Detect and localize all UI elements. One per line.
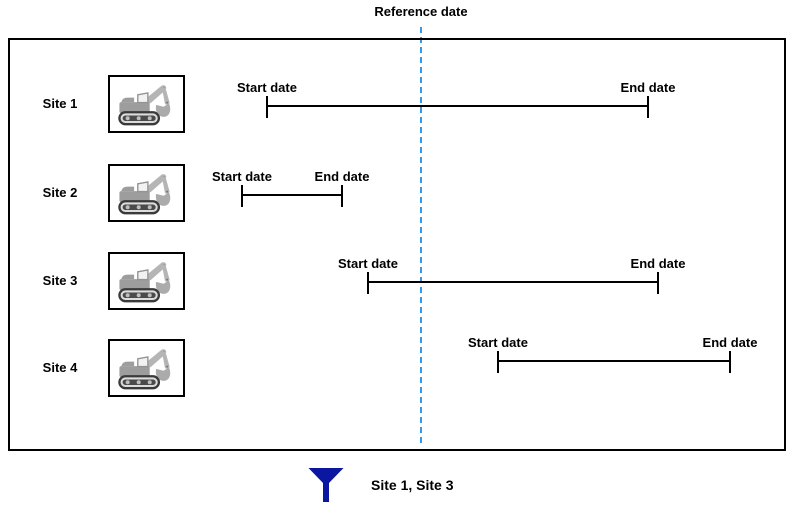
- filter-footer: Site 1, Site 3: [308, 468, 453, 502]
- excavator-icon: [118, 349, 171, 390]
- site-label: Site 1: [42, 96, 78, 111]
- timeline-bar: [498, 360, 730, 362]
- site-label: Site 2: [42, 185, 78, 200]
- start-date-label: Start date: [237, 80, 297, 95]
- site-label: Site 3: [42, 273, 78, 288]
- timeline-start-tick: [497, 351, 499, 373]
- equipment-icon-box: [108, 339, 185, 397]
- equipment-icon-box: [108, 75, 185, 133]
- timeline-end-tick: [729, 351, 731, 373]
- equipment-icon-box: [108, 252, 185, 310]
- excavator-icon: [118, 85, 171, 126]
- site-label: Site 4: [42, 360, 78, 375]
- start-date-label: Start date: [338, 256, 398, 271]
- end-date-label: End date: [702, 335, 758, 350]
- reference-date-label: Reference date: [374, 4, 468, 19]
- equipment-icon-box: [108, 164, 185, 222]
- start-date-label: Start date: [212, 169, 272, 184]
- reference-date-line: [420, 27, 422, 443]
- timeline-start-tick: [266, 96, 268, 118]
- filter-label: Site 1, Site 3: [371, 477, 454, 493]
- timeline-end-tick: [341, 185, 343, 207]
- excavator-icon: [118, 262, 171, 303]
- end-date-label: End date: [620, 80, 676, 95]
- end-date-label: End date: [314, 169, 370, 184]
- timeline-bar: [267, 105, 648, 107]
- start-date-label: Start date: [468, 335, 528, 350]
- funnel-icon: [308, 468, 344, 502]
- timeline-end-tick: [647, 96, 649, 118]
- diagram-frame: [8, 38, 786, 451]
- timeline-bar: [368, 281, 658, 283]
- end-date-label: End date: [630, 256, 686, 271]
- timeline-start-tick: [241, 185, 243, 207]
- timeline-end-tick: [657, 272, 659, 294]
- excavator-icon: [118, 174, 171, 215]
- timeline-bar: [242, 194, 342, 196]
- timeline-start-tick: [367, 272, 369, 294]
